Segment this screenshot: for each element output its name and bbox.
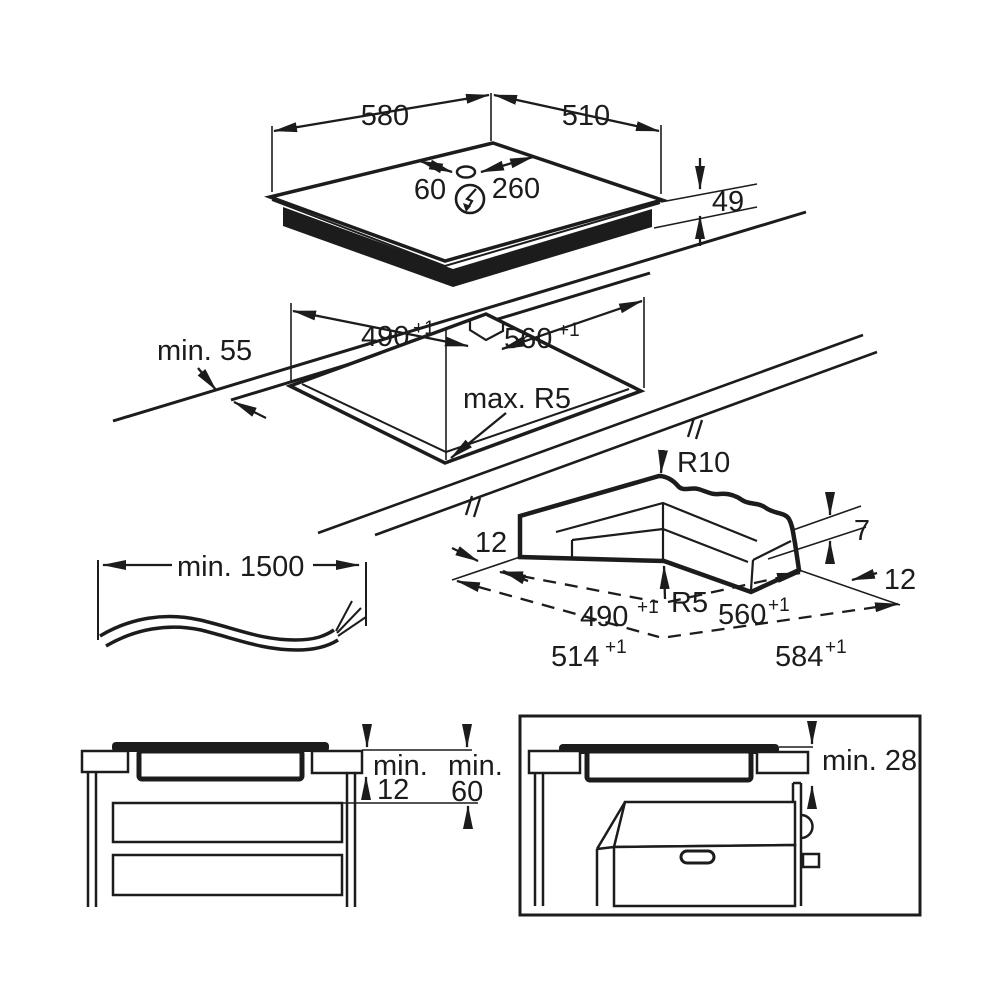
recess-outer-width-tolerance: +1	[605, 637, 627, 658]
cutout-width-tolerance: +1	[413, 318, 435, 339]
oven-side-knob	[801, 852, 821, 869]
worktop-cutout-view: min. 55 490 +1 560 +1 max. R5	[157, 297, 646, 465]
power-connection-icon	[454, 183, 486, 215]
drawer-front-2	[111, 853, 344, 897]
recess-corner-detail: R10 7 12 12 R5 490 +1 560 +1 514 +1 584 …	[451, 447, 916, 673]
recess-inner-width-tolerance: +1	[637, 597, 659, 618]
hob-body	[136, 748, 305, 782]
cable-strands-icon	[335, 600, 367, 637]
drawer-clearance-2-value: 60	[451, 776, 483, 808]
cutout-width-label: 490	[361, 321, 409, 353]
hob-body	[584, 748, 754, 783]
recess-inner-width-label: 490	[580, 601, 628, 633]
oven-clearance-label: min. 28	[822, 745, 917, 777]
cutout-corner-radius-label: max. R5	[463, 383, 571, 415]
recess-outer-width-label: 514	[551, 641, 599, 673]
recess-outer-depth-label: 584	[775, 641, 823, 673]
hob-depth-label: 510	[562, 100, 610, 132]
hob-width-label: 580	[361, 100, 409, 132]
cable-length-label: min. 1500	[177, 551, 304, 583]
break-mark-icon	[464, 417, 704, 518]
connection-offset-left-label: 60	[414, 174, 446, 206]
hob-isometric-view: 580 510 60 260 49	[263, 93, 758, 287]
drawer-clearance-1-value: 12	[377, 774, 409, 806]
recess-inner-radius-label: R5	[671, 587, 708, 619]
step-depth-label: 7	[854, 515, 870, 547]
recess-inner-depth-label: 560	[718, 599, 766, 631]
recess-inner-depth-tolerance: +1	[768, 595, 790, 616]
drawer-clearance-1-word: min.	[373, 750, 428, 782]
oven-handle-slot	[679, 849, 716, 865]
recess-outer-depth-tolerance: +1	[825, 637, 847, 658]
ledge-left-label: 12	[475, 527, 507, 559]
power-cable-view: min. 1500	[97, 551, 367, 652]
oven-installation-view: min. 28	[518, 714, 922, 917]
ledge-right-label: 12	[884, 564, 916, 596]
oven-hinge	[800, 813, 814, 840]
connection-offset-right-label: 260	[492, 173, 540, 205]
drawer-clearance-2-word: min.	[448, 750, 503, 782]
hob-height-label: 49	[712, 186, 744, 218]
drawer-installation-view: min. 12 min. 60	[80, 724, 503, 907]
front-clearance-label: min. 55	[157, 335, 252, 367]
recess-outer-radius-label: R10	[677, 447, 730, 479]
drawer-front-1	[111, 801, 344, 844]
oven-body	[595, 800, 821, 908]
cutout-depth-label: 560	[504, 323, 552, 355]
cutout-depth-tolerance: +1	[558, 320, 580, 341]
